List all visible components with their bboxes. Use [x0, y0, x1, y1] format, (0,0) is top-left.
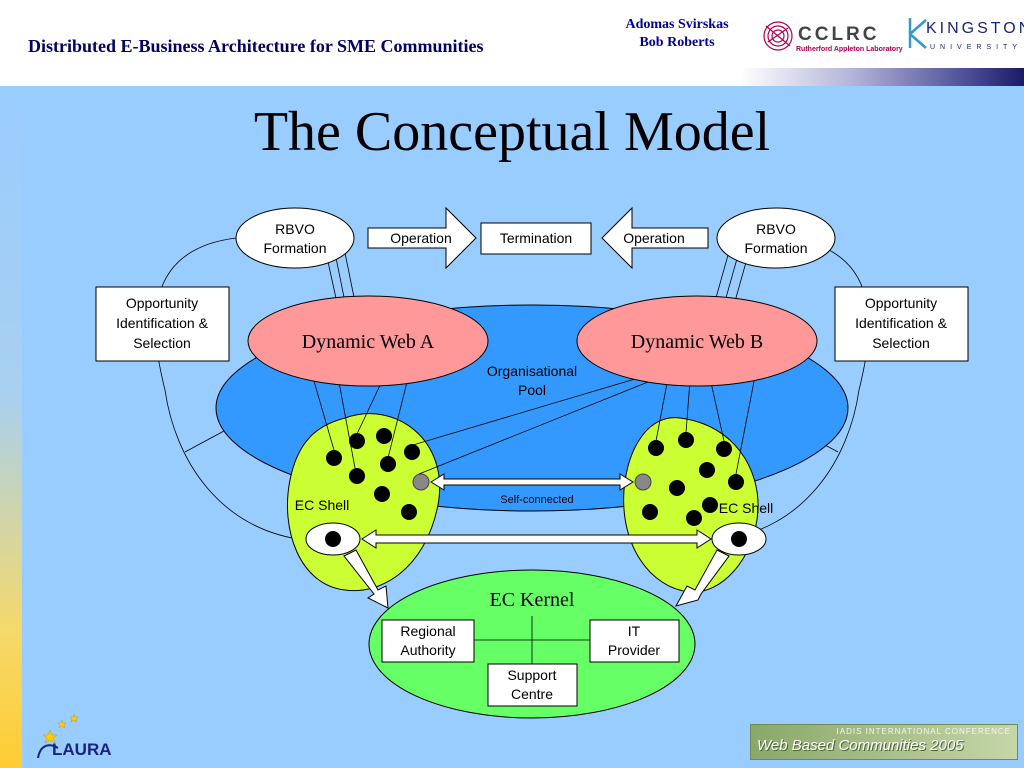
- rbvo-left-line2: Formation: [263, 240, 326, 256]
- opportunity-left-line3: Selection: [133, 335, 191, 351]
- member-dot: [326, 450, 342, 466]
- banner-main-text: Web Based Communities 2005: [757, 737, 964, 754]
- operation-arrow-left: [367, 206, 477, 270]
- termination-label: Termination: [500, 230, 572, 246]
- rbvo-right-line1: RBVO: [756, 221, 796, 237]
- self-connected-label: Self-connected: [500, 494, 573, 506]
- self-connected-arrow: [430, 473, 634, 491]
- conference-banner: IADIS INTERNATIONAL CONFERENCE Web Based…: [750, 724, 1018, 760]
- opportunity-right-line1: Opportunity: [865, 295, 937, 311]
- it-provider-line2: Provider: [608, 642, 660, 658]
- kingston-subtitle: UNIVERSITY: [930, 44, 1023, 51]
- author-2: Bob Roberts: [639, 35, 715, 50]
- dynamic-web-a-label: Dynamic Web A: [302, 331, 435, 353]
- member-dot: [401, 504, 417, 520]
- opportunity-box-right: [834, 286, 969, 362]
- regional-authority-line2: Authority: [400, 642, 455, 658]
- member-dot: [716, 441, 732, 457]
- header-gradient-bar: [740, 68, 1024, 86]
- opportunity-right-line2: Identification &: [855, 315, 947, 331]
- rbvo-formation-right: [716, 207, 836, 269]
- gateway-double-arrow: [361, 529, 712, 549]
- opportunity-box-left: [95, 286, 230, 362]
- member-dot: [678, 432, 694, 448]
- member-dot: [642, 504, 658, 520]
- member-dot: [648, 440, 664, 456]
- left-gradient-bar: [0, 86, 22, 768]
- member-dot: [349, 433, 365, 449]
- ec-kernel-label: EC Kernel: [490, 589, 575, 611]
- rbvo-formation-left: [235, 207, 355, 269]
- opportunity-right-line3: Selection: [872, 335, 930, 351]
- dynamic-web-b: [576, 295, 818, 387]
- ec-shell-right-label: EC Shell: [719, 500, 773, 516]
- header-title: Distributed E-Business Architecture for …: [28, 36, 484, 56]
- authors: Adomas Svirskas Bob Roberts: [606, 16, 748, 52]
- support-centre-line2: Centre: [511, 686, 553, 702]
- kingston-logo-icon: [908, 18, 927, 49]
- termination-box: [480, 222, 592, 255]
- gateway-dot: [325, 531, 341, 547]
- member-dot: [699, 462, 715, 478]
- member-dot: [376, 428, 392, 444]
- operation-arrow-right: [601, 206, 709, 270]
- support-centre-box: [487, 663, 578, 707]
- member-dot: [349, 468, 365, 484]
- outer-curve-right: [718, 237, 869, 541]
- member-dot: [728, 474, 744, 490]
- dynamic-web-a: [247, 295, 489, 387]
- member-dot: [380, 456, 396, 472]
- it-provider-line1: IT: [628, 623, 641, 639]
- member-dot: [374, 486, 390, 502]
- banner-small-text: IADIS INTERNATIONAL CONFERENCE: [836, 727, 1011, 736]
- cclrc-name: CCLRC: [798, 24, 880, 45]
- regional-authority-box: [381, 619, 475, 663]
- member-dot: [669, 480, 685, 496]
- operation-right-label: Operation: [623, 230, 684, 246]
- author-1: Adomas Svirskas: [625, 17, 729, 32]
- it-provider-box: [589, 619, 680, 663]
- slide-header: Distributed E-Business Architecture for …: [0, 0, 1024, 86]
- opportunity-left-line2: Identification &: [116, 315, 208, 331]
- laura-label: LAURA: [52, 740, 112, 759]
- opportunity-left-line1: Opportunity: [126, 295, 198, 311]
- outer-curve-left: [155, 237, 306, 541]
- pool-label-line1: Organisational: [487, 363, 577, 379]
- operation-left-label: Operation: [390, 230, 451, 246]
- pool-label-line2: Pool: [518, 382, 546, 398]
- ec-shell-left-label: EC Shell: [295, 497, 349, 513]
- member-dot: [702, 497, 718, 513]
- rbvo-left-line1: RBVO: [275, 221, 315, 237]
- rbvo-right-line2: Formation: [744, 240, 807, 256]
- gateway-dot: [731, 531, 747, 547]
- laura-logo-icon: [37, 713, 79, 759]
- cclrc-logo-icon: [763, 21, 793, 51]
- slide-title: The Conceptual Model: [253, 101, 771, 163]
- support-centre-line1: Support: [507, 667, 556, 683]
- cclrc-subtitle: Rutherford Appleton Laboratory: [796, 46, 903, 53]
- shell-to-kernel-arrow-right: [674, 549, 730, 607]
- kingston-name: KINGSTON: [926, 20, 1024, 37]
- member-dot: [686, 510, 702, 526]
- self-connected-node-right: [634, 473, 652, 491]
- self-connected-node-left: [412, 473, 430, 491]
- shell-to-kernel-arrow-left: [343, 549, 389, 609]
- dynamic-web-b-label: Dynamic Web B: [631, 331, 763, 353]
- regional-authority-line1: Regional: [400, 623, 455, 639]
- member-dot: [404, 444, 420, 460]
